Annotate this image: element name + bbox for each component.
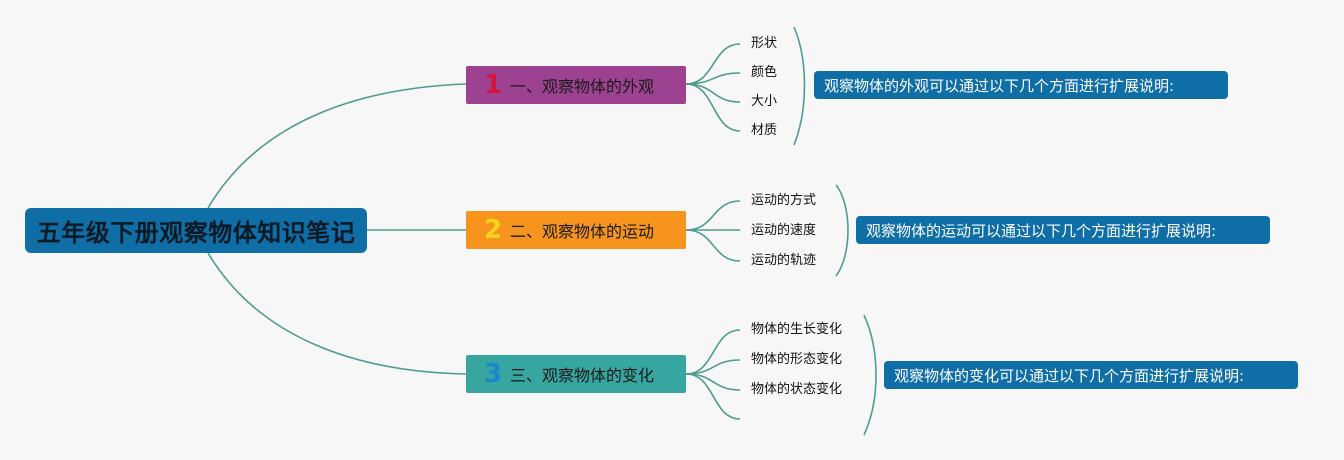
connector-b1-leaf-1 [685,43,741,85]
leaf-b3-3[interactable]: 物体的状态变化 [751,382,843,397]
leaf-b3-1[interactable]: 物体的生长变化 [751,322,843,337]
connector-root-branch-1 [207,83,467,209]
branch-topic-2[interactable]: 2 二、观察物体的运动 [466,211,686,249]
summary-note-3[interactable]: 观察物体的变化可以通过以下几个方面进行扩展说明: [884,361,1298,389]
branch-topic-1[interactable]: 1 一、观察物体的外观 [466,66,686,104]
root-topic[interactable]: 五年级下册观察物体知识笔记 [25,208,367,253]
leaf-b2-3[interactable]: 运动的轨迹 [751,253,817,268]
connector-b3-leaf-1 [685,329,741,375]
root-title: 五年级下册观察物体知识笔记 [36,219,356,247]
connector-b3-leaf-3 [685,373,741,391]
connector-b1-leaf-4 [685,83,741,132]
leaf-b1-1[interactable]: 形状 [751,36,778,51]
summary-note-1[interactable]: 观察物体的外观可以通过以下几个方面进行扩展说明: [814,71,1228,99]
branch-number-3: 3 [484,359,503,389]
summary-note-2[interactable]: 观察物体的运动可以通过以下几个方面进行扩展说明: [856,216,1270,244]
connector-b2-leaf-1 [685,200,741,231]
bracket-b2 [835,184,849,277]
branch-label-3: 三、观察物体的变化 [510,366,655,385]
leaf-b1-3[interactable]: 大小 [751,94,778,109]
bracket-b1 [793,26,806,146]
connector-b2-leaf-3 [685,229,741,262]
connector-b1-leaf-3 [685,83,741,103]
branch-label-1: 一、观察物体的外观 [510,77,655,96]
summary-note-2-text: 观察物体的运动可以通过以下几个方面进行扩展说明: [866,221,1217,240]
leaf-b2-1[interactable]: 运动的方式 [751,193,817,208]
branch-label-2: 二、观察物体的运动 [510,222,655,241]
branch-topic-3[interactable]: 3 三、观察物体的变化 [466,355,686,393]
leaf-b2-2[interactable]: 运动的速度 [751,223,817,238]
leaf-b3-2[interactable]: 物体的形态变化 [751,352,843,367]
connector-root-branch-3 [207,252,467,375]
leaf-b1-2[interactable]: 颜色 [751,65,778,80]
branch-number-1: 1 [484,70,503,100]
connector-b3-leaf-4 [685,373,741,420]
summary-note-1-text: 观察物体的外观可以通过以下几个方面进行扩展说明: [824,76,1175,95]
leaf-b1-4[interactable]: 材质 [751,123,778,138]
branch-number-2: 2 [484,215,503,245]
bracket-b3 [863,314,877,436]
summary-note-3-text: 观察物体的变化可以通过以下几个方面进行扩展说明: [894,366,1245,385]
